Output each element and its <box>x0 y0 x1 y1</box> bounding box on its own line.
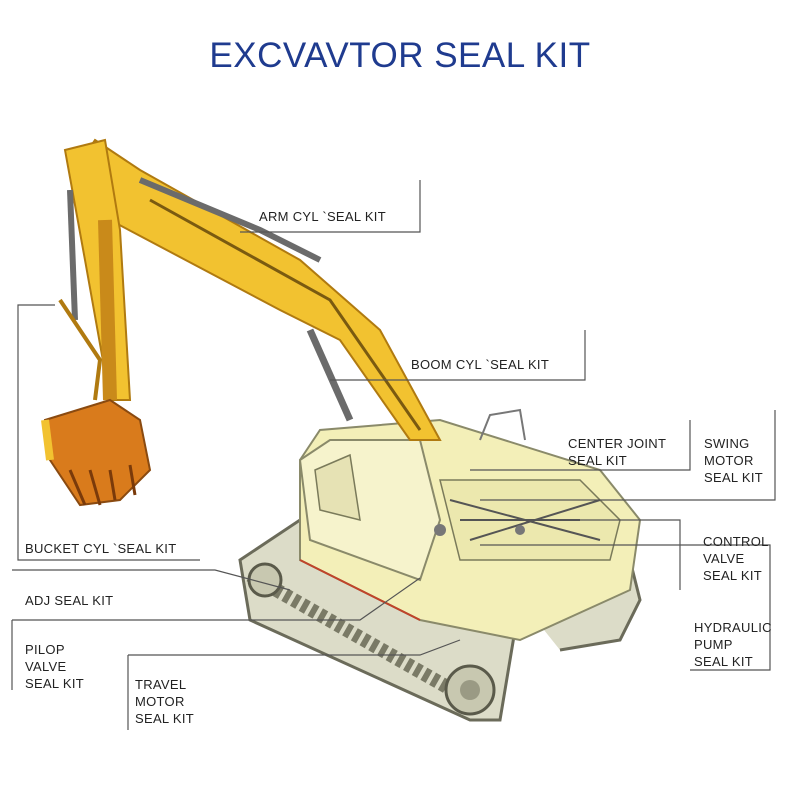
label-line: MOTOR <box>704 453 754 468</box>
label-line: SEAL KIT <box>704 470 763 485</box>
label-line: VALVE <box>25 659 67 674</box>
label-line: PUMP <box>694 637 733 652</box>
excavator-arm <box>58 138 132 401</box>
label-line: HYDRAULIC <box>694 620 772 635</box>
label-line: TRAVEL <box>135 677 187 692</box>
label-travel-motor-seal-kit: TRAVEL MOTOR SEAL KIT <box>135 676 194 727</box>
excavator-bucket <box>41 398 152 507</box>
label-control-valve-seal-kit: CONTROL VALVE SEAL KIT <box>703 533 769 584</box>
label-line: SEAL KIT <box>135 711 194 726</box>
label-adj-seal-kit: ADJ SEAL KIT <box>25 593 114 608</box>
label-line: SWING <box>704 436 750 451</box>
label-bucket-cyl-seal-kit: BUCKET CYL `SEAL KIT <box>25 541 177 556</box>
label-boom-cyl-seal-kit: BOOM CYL `SEAL KIT <box>411 357 550 372</box>
label-line: SEAL KIT <box>694 654 753 669</box>
label-line: SEAL KIT <box>25 676 84 691</box>
label-pilop-valve-seal-kit: PILOP VALVE SEAL KIT <box>25 641 84 692</box>
label-arm-cyl-seal-kit: ARM CYL `SEAL KIT <box>259 209 386 224</box>
leader-lines <box>11 180 776 730</box>
label-swing-motor-seal-kit: SWING MOTOR SEAL KIT <box>704 435 763 486</box>
excavator-boom <box>73 138 442 441</box>
label-center-joint-seal-kit: CENTER JOINT SEAL KIT <box>568 435 666 469</box>
label-hydraulic-pump-seal-kit: HYDRAULIC PUMP SEAL KIT <box>694 619 772 670</box>
label-line: SEAL KIT <box>703 568 762 583</box>
label-line: CONTROL <box>703 534 769 549</box>
label-line: CENTER JOINT <box>568 436 667 451</box>
label-line: PILOP <box>25 642 65 657</box>
label-line: VALVE <box>703 551 745 566</box>
page-title: EXCVAVTOR SEAL KIT <box>209 36 591 75</box>
label-line: MOTOR <box>135 694 185 709</box>
label-line: SEAL KIT <box>568 453 627 468</box>
